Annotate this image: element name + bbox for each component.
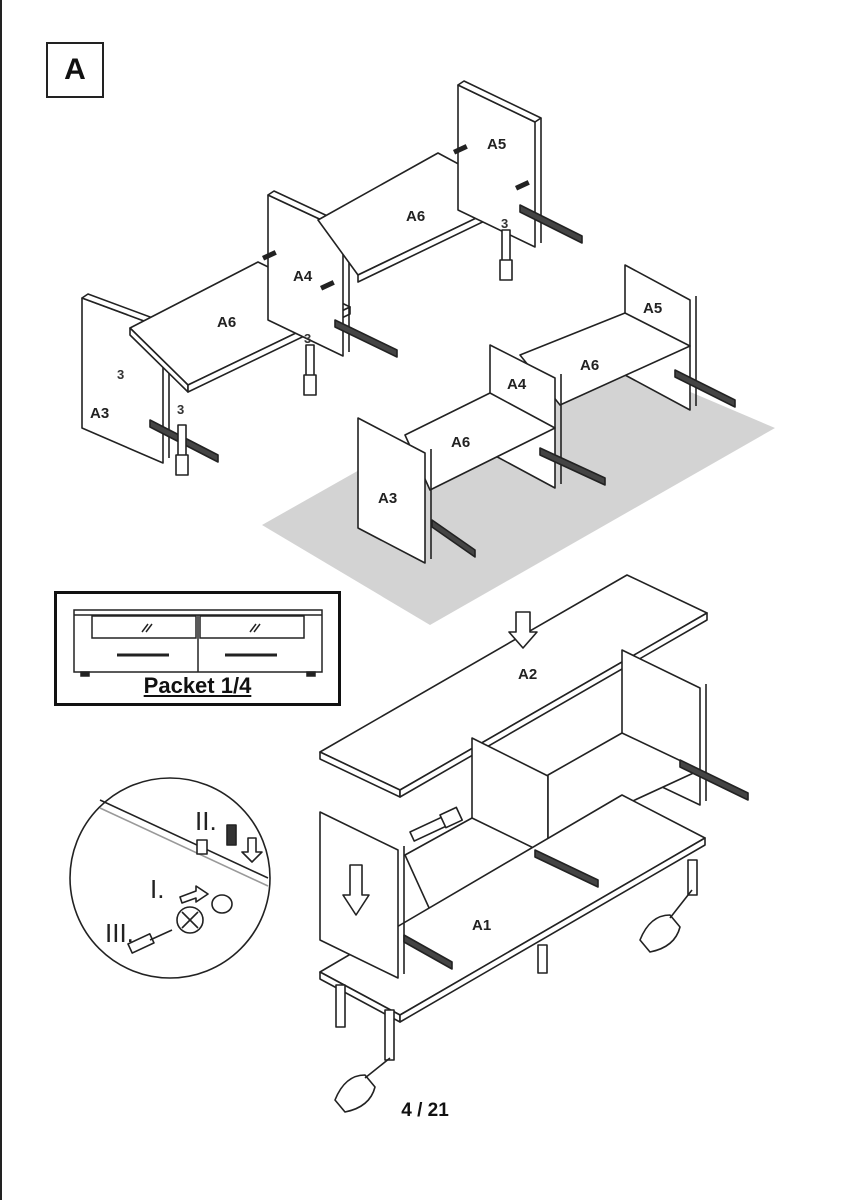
screw-count-middle: 3 [304, 331, 311, 346]
drawer-rail-4 [674, 369, 736, 408]
arrow-right-detail [179, 885, 209, 904]
screwdriver-detail-icon [127, 929, 173, 954]
hand-bottom-left [334, 1074, 376, 1113]
step-letter: A [64, 53, 86, 86]
detail-step-1: I. [150, 874, 164, 904]
exploded-view: A3 A6 A4 A6 A5 3 3 [81, 80, 583, 476]
drawer-rail-9 [679, 759, 749, 801]
screwdriver-middle: 3 [303, 331, 317, 396]
label-a3-assembled: A3 [378, 490, 397, 507]
panel-a3-assembled [357, 417, 426, 564]
screwdriver-left: 3 [175, 402, 189, 476]
down-arrow-top [508, 611, 538, 649]
leveling-feet [335, 859, 698, 1061]
drawer-rail-8 [534, 849, 599, 888]
cam-bolt-icon [226, 824, 237, 846]
screwdriver-right: 3 [499, 216, 513, 281]
drawer-rail-6 [431, 519, 476, 558]
label-a6-right-assembled: A6 [580, 357, 599, 374]
detail-circle [69, 777, 271, 979]
label-a4-assembled: A4 [507, 376, 527, 393]
cam-lock-detail: II. I. III. [69, 777, 271, 979]
drawer-rail-7 [403, 934, 453, 970]
screw-count-right: 3 [501, 216, 508, 231]
label-a2: A2 [518, 666, 537, 683]
assembled-view: A5 A6 A4 A6 A3 [262, 264, 775, 625]
step-letter-box: A [46, 42, 104, 98]
screw-count-left: 3 [177, 402, 184, 417]
label-a6-left-assembled: A6 [451, 434, 470, 451]
label-a6-left-exploded: A6 [217, 314, 236, 331]
down-arrow-left [342, 864, 370, 916]
screwdriver-lower [409, 806, 464, 842]
page-left-border [0, 0, 2, 1200]
drawer-rail-5 [539, 447, 606, 486]
lower-assembly: A2 A1 [319, 574, 749, 1113]
cabinet-front-icon [73, 609, 323, 677]
label-a5-exploded: A5 [487, 136, 506, 153]
detail-step-2: II. [195, 806, 217, 836]
hole-icon [211, 894, 233, 914]
hand-right [639, 914, 681, 953]
drawer-rail-2 [334, 319, 398, 358]
packet-box: Packet 1/4 [54, 591, 341, 706]
packet-label: Packet 1/4 [143, 673, 252, 698]
label-a4-exploded: A4 [293, 268, 313, 285]
page-number: 4 / 21 [401, 1100, 449, 1121]
label-a5-assembled: A5 [643, 300, 662, 317]
drawer-rail-3 [519, 204, 583, 244]
floor-shadow [262, 345, 775, 625]
label-a6-right-exploded: A6 [406, 208, 425, 225]
screw-count-inner: 3 [117, 367, 124, 382]
label-a1: A1 [472, 917, 491, 934]
arrow-down-detail [241, 837, 263, 863]
dowels [262, 144, 530, 291]
label-a3-exploded: A3 [90, 405, 109, 422]
